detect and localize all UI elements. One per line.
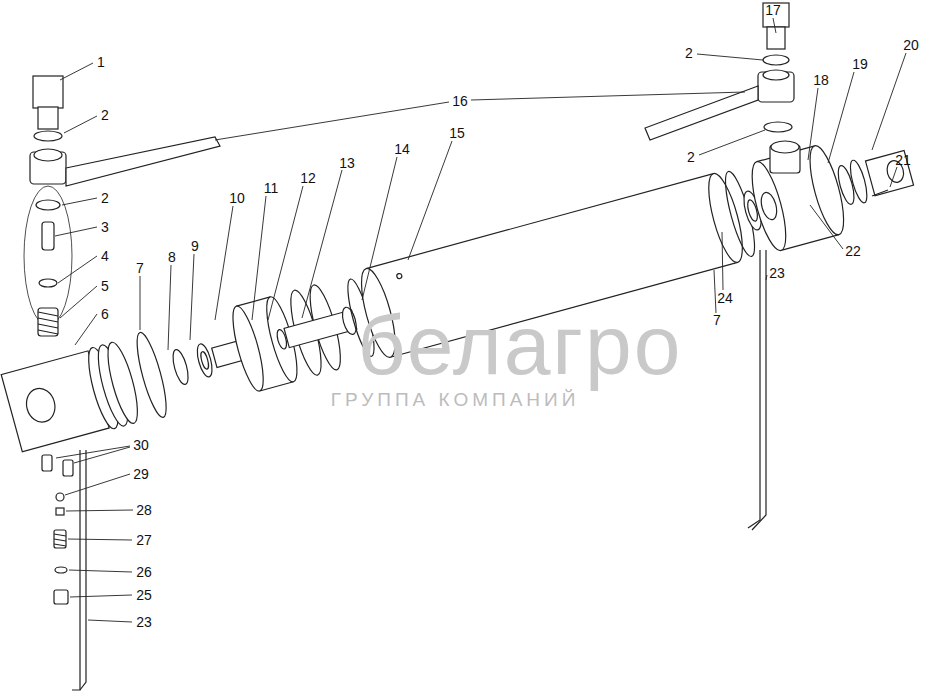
callout-number: 6 <box>101 307 109 321</box>
callout-number: 22 <box>845 244 861 258</box>
callout-number: 24 <box>717 291 733 305</box>
callout-number: 16 <box>452 94 468 108</box>
callout-number: 23 <box>136 615 152 629</box>
callout-number: 17 <box>765 3 781 17</box>
callout-number: 8 <box>168 250 176 264</box>
watermark: ГРУППА КОМПАНИЙ <box>331 390 580 409</box>
callout-number: 14 <box>394 142 410 156</box>
callout-number: 2 <box>101 108 109 122</box>
callout-number: 12 <box>300 171 316 185</box>
callout-number: 18 <box>813 73 829 87</box>
callout-number: 23 <box>769 266 785 280</box>
watermark: белагро <box>358 303 683 387</box>
callout-number: 13 <box>339 156 355 170</box>
callout-number: 28 <box>136 503 152 517</box>
callout-number: 2 <box>685 46 693 60</box>
callout-number: 7 <box>136 261 144 275</box>
callout-number: 10 <box>229 191 245 205</box>
callout-number: 25 <box>136 588 152 602</box>
callout-number: 2 <box>101 191 109 205</box>
callout-number: 19 <box>852 57 868 71</box>
callout-number: 9 <box>191 239 199 253</box>
callout-number: 5 <box>101 279 109 293</box>
callout-number: 20 <box>903 38 919 52</box>
callout-number: 4 <box>101 249 109 263</box>
callout-number: 30 <box>133 438 149 452</box>
callout-number: 21 <box>895 153 911 167</box>
callout-number: 2 <box>687 150 695 164</box>
callout-number: 15 <box>449 126 465 140</box>
callout-number: 27 <box>136 533 152 547</box>
callout-number: 26 <box>136 565 152 579</box>
callout-number: 11 <box>264 181 279 195</box>
callout-number: 1 <box>97 55 105 69</box>
callout-number: 7 <box>713 313 721 327</box>
callout-number: 29 <box>133 467 149 481</box>
callout-number: 3 <box>101 220 109 234</box>
